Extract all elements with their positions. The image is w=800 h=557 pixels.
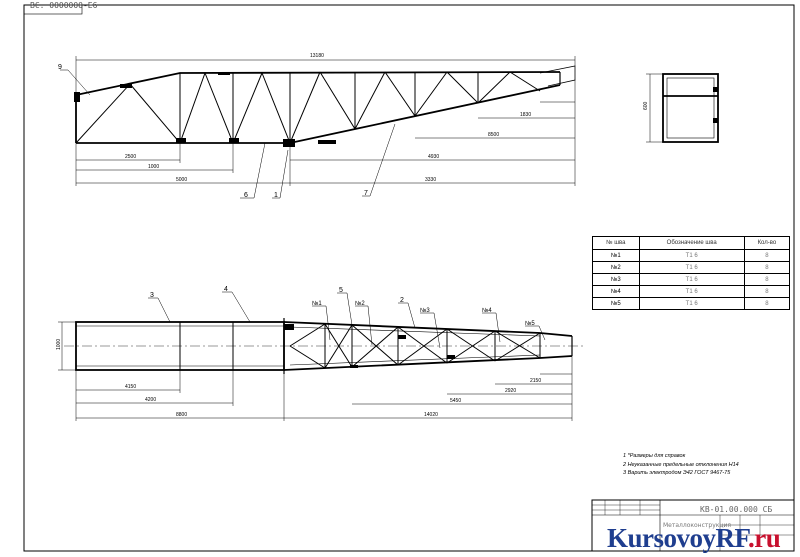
weld-label-4: №4 (482, 307, 492, 314)
table-row: №3 Т1 6 8 (592, 273, 791, 286)
weld-table: № шва Обозначение шва Кол-во №1 Т1 6 8 №… (592, 236, 791, 310)
leader-label-9: 9 (58, 64, 62, 71)
weld-no: №2 (592, 261, 640, 274)
dim-1: 2500 (125, 154, 136, 160)
section-height-dim: 600 (643, 101, 649, 110)
side-dim-a: 4150 (125, 384, 136, 390)
header-weld-designation: Обозначение шва (638, 236, 745, 250)
top-code-box (23, 4, 83, 15)
side-view-text: 3 4 5 2 №1 №2 №3 №4 №5 1000 4150 4200 88… (56, 286, 541, 418)
dim-7: 1830 (520, 112, 531, 118)
drawing-code: КВ-01.00.000 СБ (700, 505, 773, 514)
weld-qty: 8 (743, 285, 791, 298)
side-dim-f: 2920 (505, 388, 516, 394)
top-view-truss (74, 65, 576, 147)
weld-label-5: №5 (525, 320, 535, 327)
drawing-subtitle: Металлоконструкция (663, 522, 731, 529)
dim-4: 3330 (425, 177, 436, 183)
weld-qty: 8 (743, 297, 791, 310)
leader-label-2: 2 (400, 297, 404, 304)
weld-qty: 8 (743, 261, 791, 274)
note-3: 3 Варить электродом Э42 ГОСТ 9467-75 (623, 470, 731, 476)
section-view (646, 73, 719, 143)
weld-no: №5 (592, 297, 640, 310)
table-row: №1 Т1 6 8 (592, 249, 791, 262)
header-weld-no: № шва (592, 236, 640, 250)
side-view-truss (64, 318, 585, 374)
weld-label-3: №3 (420, 307, 430, 314)
table-row: №4 Т1 6 8 (592, 285, 791, 298)
side-dim-b: 4200 (145, 397, 156, 403)
top-view-dimensions (60, 56, 576, 199)
side-dim-c: 8800 (176, 412, 187, 418)
note-2: 2 Неуказанные предельные отклонения Н14 (623, 461, 739, 468)
weld-designation: Т1 6 (638, 285, 745, 298)
weld-designation: Т1 6 (638, 261, 745, 274)
dim-5: 4930 (428, 154, 439, 160)
dim-3: 5000 (176, 177, 187, 183)
weld-designation: Т1 6 (638, 297, 745, 310)
watermark-accent: .ru (748, 523, 781, 553)
leader-label-6: 6 (244, 192, 248, 199)
header-qty: Кол-во (743, 236, 791, 250)
side-dim-e: 5450 (450, 398, 461, 404)
leader-label-1: 1 (274, 192, 278, 199)
note-1: 1 *Размеры для справок (623, 453, 686, 459)
weld-qty: 8 (743, 273, 791, 286)
dim-6: 8500 (488, 132, 499, 138)
watermark-logo[interactable]: KursovoyRF.ru (607, 523, 781, 554)
side-dim-d: 14020 (424, 412, 438, 418)
weld-label-1: №1 (312, 300, 322, 307)
leader-label-4: 4 (224, 286, 228, 293)
weld-no: №1 (592, 249, 640, 262)
weld-table-header: № шва Обозначение шва Кол-во (592, 236, 791, 250)
title-block (591, 499, 795, 552)
weld-no: №4 (592, 285, 640, 298)
side-dim-g: 2150 (530, 378, 541, 384)
side-height-dim: 1000 (56, 339, 62, 350)
weld-designation: Т1 6 (638, 249, 745, 262)
technical-notes: 1 *Размеры для справок 2 Неуказанные пре… (623, 452, 739, 478)
weld-no: №3 (592, 273, 640, 286)
weld-qty: 8 (743, 249, 791, 262)
overall-dimension: 13180 (310, 53, 324, 59)
top-view-dim-text: 13180 9 6 1 7 2500 1000 5000 3330 4930 8… (58, 53, 531, 199)
leader-label-3: 3 (150, 292, 154, 299)
top-code: ВС. 0000000-Е6 (30, 1, 98, 10)
table-row: №2 Т1 6 8 (592, 261, 791, 274)
weld-designation: Т1 6 (638, 273, 745, 286)
leader-label-5: 5 (339, 287, 343, 294)
watermark-main: KursovoyRF (607, 523, 749, 553)
leader-label-7: 7 (364, 190, 368, 197)
sheet-frame (23, 4, 795, 552)
weld-label-2: №2 (355, 300, 365, 307)
table-row: №5 Т1 6 8 (592, 297, 791, 310)
dim-2: 1000 (148, 164, 159, 170)
side-view-dimensions (58, 291, 573, 421)
